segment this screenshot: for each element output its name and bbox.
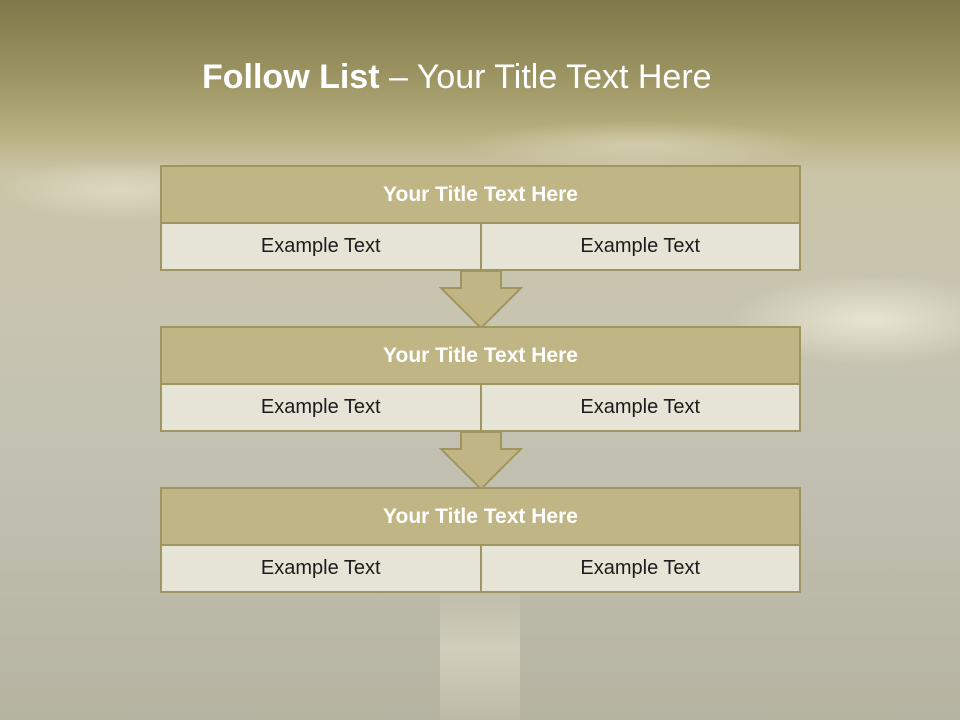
step-block-1-title: Your Title Text Here: [162, 167, 799, 224]
page-title: Follow List – Your Title Text Here: [0, 52, 960, 102]
step-block-3-row: Example Text Example Text: [162, 546, 799, 591]
step-block-3: Your Title Text Here Example Text Exampl…: [160, 487, 801, 593]
step-block-2-title: Your Title Text Here: [162, 328, 799, 385]
step-block-1-cell-right: Example Text: [479, 224, 799, 269]
down-arrow-icon: [439, 270, 523, 330]
step-block-1: Your Title Text Here Example Text Exampl…: [160, 165, 801, 271]
step-block-3-cell-left: Example Text: [162, 546, 480, 591]
step-block-2: Your Title Text Here Example Text Exampl…: [160, 326, 801, 432]
step-block-2-row: Example Text Example Text: [162, 385, 799, 430]
step-block-2-cell-left: Example Text: [162, 385, 480, 430]
step-block-1-row: Example Text Example Text: [162, 224, 799, 269]
step-block-3-title: Your Title Text Here: [162, 489, 799, 546]
page-title-bold: Follow List: [202, 58, 380, 96]
down-arrow-icon: [439, 431, 523, 491]
page-title-rest: – Your Title Text Here: [379, 58, 712, 96]
step-block-2-cell-right: Example Text: [479, 385, 799, 430]
step-block-3-cell-right: Example Text: [479, 546, 799, 591]
step-block-1-cell-left: Example Text: [162, 224, 480, 269]
